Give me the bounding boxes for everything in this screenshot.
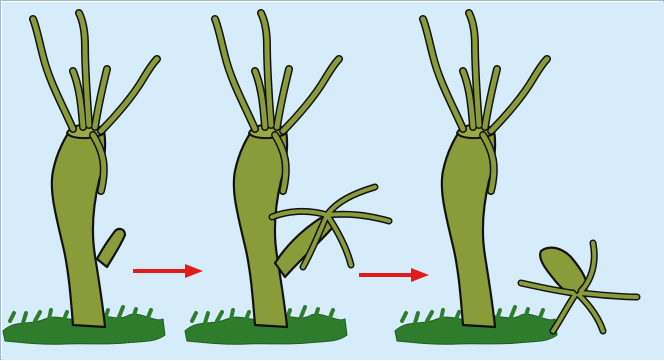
hydra-budding-diagram — [1, 1, 664, 361]
diagram-frame — [0, 0, 664, 360]
